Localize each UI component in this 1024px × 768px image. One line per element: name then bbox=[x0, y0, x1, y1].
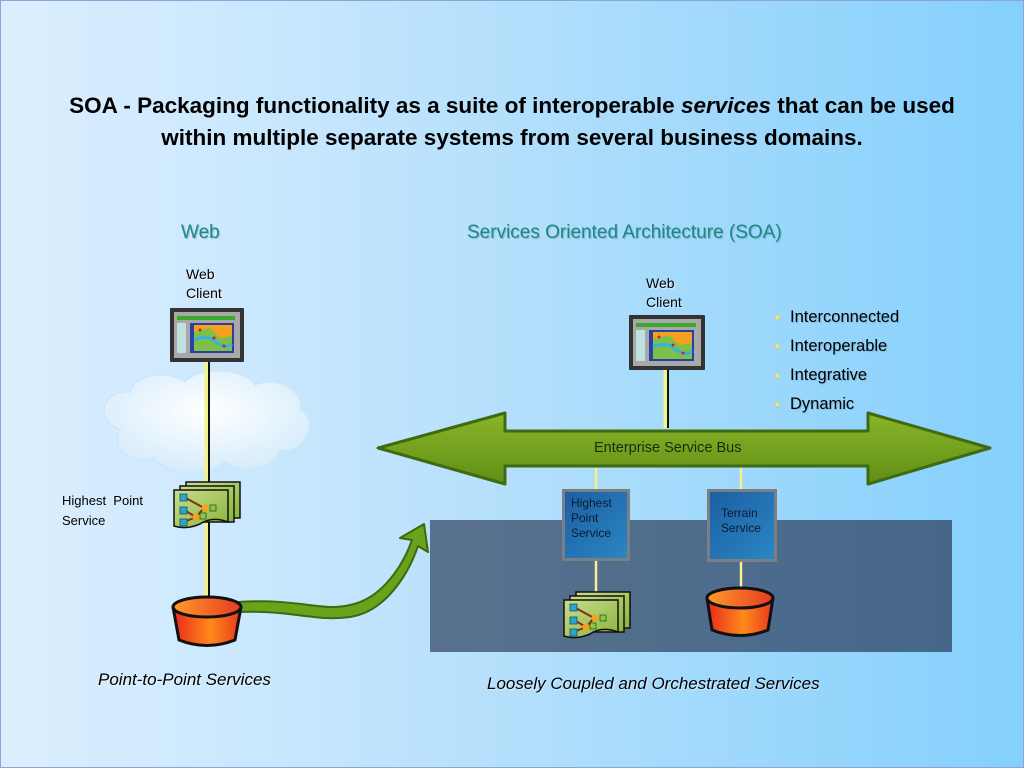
right-workflow-doc-icon bbox=[563, 591, 631, 639]
left-database-icon bbox=[171, 595, 243, 647]
web-heading: Web bbox=[181, 222, 220, 243]
right-database-icon bbox=[705, 586, 775, 637]
right-client-label-line1: Web bbox=[646, 275, 675, 291]
left-service-label-line1: Highest Point bbox=[62, 493, 143, 508]
enterprise-service-bus-arrow bbox=[376, 411, 992, 486]
left-client-label-line1: Web bbox=[186, 266, 215, 282]
bullet-item: Interconnected bbox=[775, 303, 899, 332]
bullet-dot-icon bbox=[775, 315, 780, 321]
right-client-connector bbox=[663, 368, 669, 428]
bullet-dot-icon bbox=[775, 344, 780, 350]
terrain-label-line1: Terrain bbox=[721, 506, 758, 520]
terrain-label-line2: Service bbox=[721, 521, 762, 535]
hps-label-line3: Service bbox=[571, 526, 612, 540]
left-web-client-label: Web Client bbox=[186, 265, 222, 303]
bullet-item: Interoperable bbox=[775, 332, 899, 361]
esb-label: Enterprise Service Bus bbox=[594, 440, 742, 456]
right-caption: Loosely Coupled and Orchestrated Service… bbox=[487, 674, 820, 693]
migration-arrow-icon bbox=[237, 523, 429, 620]
title-emphasis: services bbox=[680, 93, 772, 118]
left-workflow-doc-icon bbox=[173, 481, 241, 529]
highest-point-service-box: Highest Point Service bbox=[562, 489, 630, 561]
right-web-client-icon bbox=[629, 315, 705, 370]
bullet-item: Integrative bbox=[775, 361, 899, 390]
left-service-label: Highest Point Service bbox=[62, 491, 143, 531]
bullet-item: Dynamic bbox=[775, 390, 899, 419]
service-platform bbox=[430, 520, 952, 652]
title-part-1: SOA - Packaging functionality as a suite… bbox=[69, 93, 681, 118]
left-caption: Point-to-Point Services bbox=[98, 670, 271, 689]
left-service-label-line2: Service bbox=[62, 513, 106, 528]
slide-title: SOA - Packaging functionality as a suite… bbox=[60, 90, 964, 154]
right-web-client-label: Web Client bbox=[646, 274, 682, 312]
terrain-service-box: Terrain Service bbox=[707, 489, 777, 562]
left-web-client-icon bbox=[170, 308, 244, 362]
soa-heading: Services Oriented Architecture (SOA) bbox=[467, 222, 782, 243]
right-client-label-line2: Client bbox=[646, 294, 682, 310]
left-client-label-line2: Client bbox=[186, 285, 222, 301]
hps-label-line2: Point bbox=[571, 511, 599, 525]
hps-label-line1: Highest bbox=[571, 496, 612, 510]
bullet-dot-icon bbox=[775, 402, 780, 408]
title-part-2: that can be used within multiple separat… bbox=[161, 93, 955, 150]
left-connector-line bbox=[204, 360, 210, 600]
soa-properties-list: Interconnected Interoperable Integrative… bbox=[775, 303, 899, 419]
bullet-dot-icon bbox=[775, 373, 780, 379]
